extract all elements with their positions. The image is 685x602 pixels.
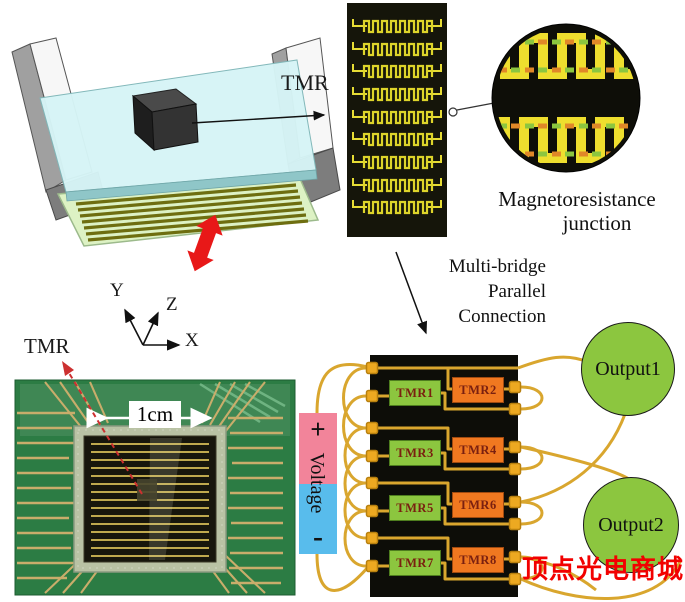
tmr-photo-label: TMR — [24, 334, 70, 358]
callout-dot — [448, 107, 458, 117]
circuit-pads — [365, 361, 522, 586]
tmr2-block: TMR2 — [452, 377, 504, 403]
tmr5-block: TMR5 — [389, 495, 441, 521]
motion-double-arrow — [187, 214, 223, 272]
tmr3-block: TMR3 — [389, 440, 441, 466]
output1-node: Output1 — [581, 322, 675, 416]
scale-label: 1cm — [129, 401, 181, 428]
pcb-traces-corners — [44, 381, 266, 594]
tmr-pointer-arrow — [191, 110, 326, 124]
connection-note: Multi-bridge Parallel Connection — [398, 254, 546, 329]
voltage-minus-sign: - — [313, 520, 323, 553]
tmr7-block: TMR7 — [389, 550, 441, 576]
output2-node: Output2 — [583, 477, 679, 573]
tmr1-block: TMR1 — [389, 380, 441, 406]
pcb-traces-left — [17, 411, 75, 580]
junction-label-line1: Magnetoresistance — [498, 187, 656, 211]
connection-note-line3: Connection — [458, 306, 546, 327]
voltage-plus-sign: + — [310, 414, 326, 444]
pcb-traces-right — [228, 416, 283, 585]
coordinate-axes — [124, 308, 181, 351]
connection-note-line2: Parallel — [487, 281, 546, 302]
multibridge-arrow — [395, 251, 428, 335]
axis-label-y: Y — [110, 280, 124, 301]
tmr-photo-arrow — [65, 367, 143, 495]
pcb-chip-photo — [14, 361, 296, 596]
connection-note-line1: Multi-bridge — [448, 256, 546, 277]
axis-label-z: Z — [166, 294, 178, 315]
junction-magnifier-circle — [448, 23, 641, 173]
tmr-device-label: TMR — [281, 70, 329, 95]
axis-label-x: X — [185, 330, 199, 351]
tmr-sensor-strip — [347, 3, 447, 237]
watermark-text: 顶点光电商城 — [522, 554, 685, 584]
tmr4-block: TMR4 — [452, 437, 504, 463]
junction-label-line2: junction — [562, 211, 632, 235]
shaker-device-illustration — [11, 37, 341, 272]
voltage-positive-terminal — [299, 413, 337, 484]
tmr6-block: TMR6 — [452, 492, 504, 518]
planar-coil-traces — [75, 183, 309, 242]
voltage-label: Voltage — [306, 452, 328, 514]
magnet-cube — [131, 88, 199, 152]
circuit-wires — [315, 355, 683, 601]
voltage-negative-terminal — [299, 484, 337, 554]
tmr8-block: TMR8 — [452, 547, 504, 573]
